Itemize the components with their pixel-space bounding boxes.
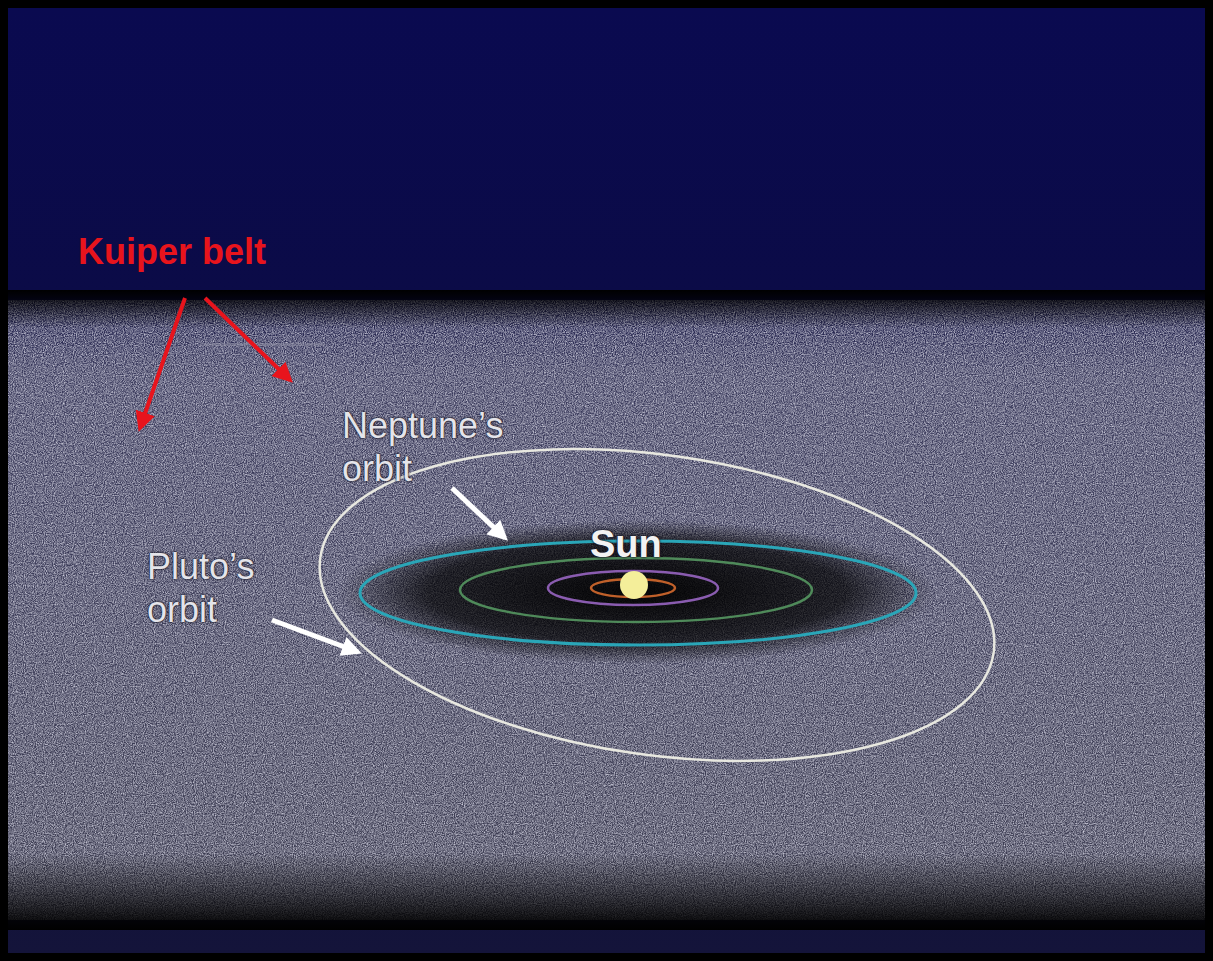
saturn-orbit: [548, 571, 718, 605]
sun-label: Sun: [590, 522, 710, 568]
leader-arrow: [140, 298, 185, 428]
leader-arrow: [205, 298, 290, 380]
sun-symbol: [620, 571, 648, 599]
uranus-orbit: [460, 558, 812, 622]
orbit-label: Neptune’s orbit: [342, 404, 542, 490]
kuiper-belt-ground: [8, 290, 1205, 930]
orbit-label: Pluto’s orbit: [147, 545, 297, 631]
leader-arrow: [452, 488, 505, 538]
leader-arrow: [272, 620, 358, 652]
callout-label: Kuiper belt: [78, 230, 338, 273]
sky: [8, 8, 1205, 953]
inner-region: [337, 520, 937, 664]
